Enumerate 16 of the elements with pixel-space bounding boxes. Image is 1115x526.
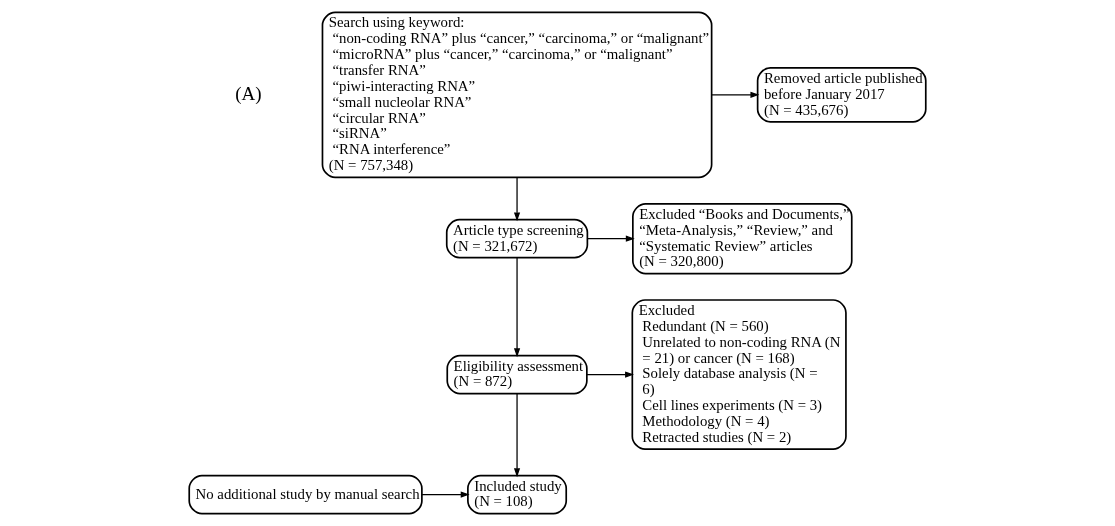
node-box: Removed article published before January 2017 (N = 435,676) [756, 67, 927, 123]
arrow [586, 235, 635, 242]
arrow [711, 91, 760, 98]
label: (A) [235, 82, 262, 104]
node-box: No additional study by manual search [188, 474, 423, 515]
node-box: Included study (N = 108) [467, 474, 568, 515]
node-box: Excluded “Books and Documents,” “Meta-Analysis,” “Review,” and “Systematic Review” articles (N = 320,800) [632, 202, 853, 275]
node-box: Search using keyword: “non-coding RNA” plus “cancer,” “carcinoma,” or “malignant” “microRNA” plus “cancer,” “carcinoma,” or “malignant” “transfer RNA” “piwi-interacting RNA” “small nucleolar RNA” “circular RNA” “siRNA” “RNA interference” (N = 757,348) [321, 11, 713, 179]
node-box: Eligibility assessment (N = 872) [446, 354, 588, 395]
arrow [513, 257, 521, 358]
arrow [586, 371, 634, 378]
arrow [513, 176, 521, 222]
node-box: Excluded Redundant (N = 560) Unrelated to non-coding RNA (N = 21) or cancer (N = 168) Solely database analysis (N = 6) Cell lines experiments (N = 3) Methodology (N = 4) Retracted studies (N = 2) [631, 299, 847, 450]
arrow [421, 491, 470, 498]
node-box: Article type screening (N = 321,672) [445, 218, 589, 259]
arrow [513, 393, 521, 478]
